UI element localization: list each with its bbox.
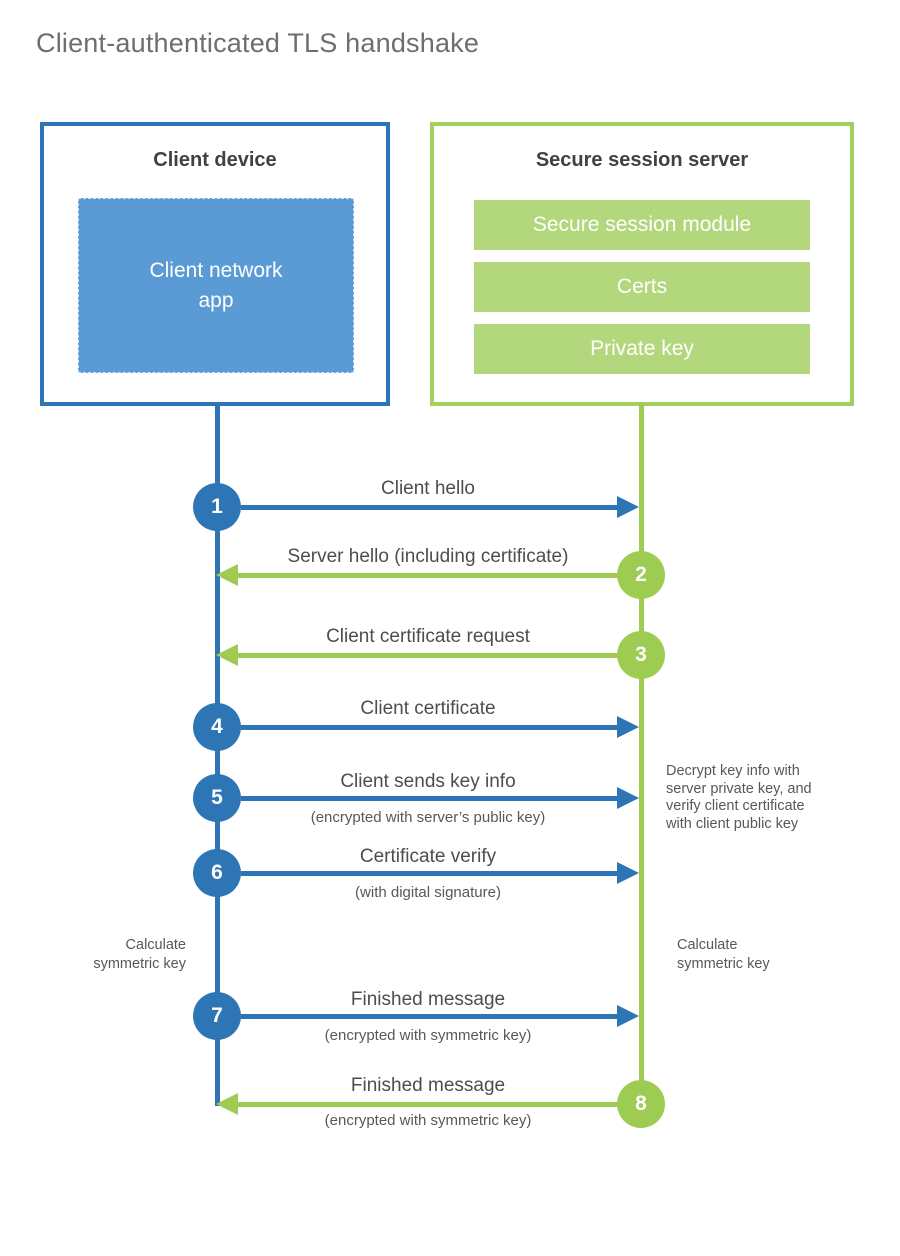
server-lifeline <box>639 404 644 1104</box>
step-6-badge: 6 <box>193 849 241 897</box>
calculate-note-line: Calculate <box>125 937 186 953</box>
step-8-arrowhead-left-icon <box>216 1093 238 1115</box>
step-8-sublabel: (encrypted with symmetric key) <box>324 1112 532 1129</box>
step-7-arrowhead-right-icon <box>617 1005 639 1027</box>
step-5-arrowhead-right-icon <box>617 787 639 809</box>
step-2-arrow-shaft <box>237 573 619 578</box>
step-5-arrow-shaft <box>241 796 619 801</box>
step-3-arrow-shaft <box>237 653 619 658</box>
step-4-arrow-shaft <box>241 725 619 730</box>
client-device-title: Client device <box>153 149 277 171</box>
step-1-label: Client hello <box>381 478 475 499</box>
client-lifeline <box>215 404 220 1106</box>
step-7-arrow-shaft <box>241 1014 619 1019</box>
step-2-arrowhead-left-icon <box>216 564 238 586</box>
step-5-label: Client sends key info <box>340 771 516 792</box>
step-5-badge: 5 <box>193 774 241 822</box>
calculate-note-line: symmetric key <box>93 956 186 972</box>
decrypt-key-note: Decrypt key info with server private key… <box>666 763 812 833</box>
step-4-badge: 4 <box>193 703 241 751</box>
decrypt-key-note-line: with client public key <box>666 815 799 832</box>
step-3-badge: 3 <box>617 631 665 679</box>
calculate-note-line: Calculate <box>677 937 738 953</box>
step-6-sublabel: (with digital signature) <box>355 884 501 901</box>
server-module-certs: Certs <box>474 262 810 312</box>
step-1-arrowhead-right-icon <box>617 496 639 518</box>
page-title: Client-authenticated TLS handshake <box>36 28 480 58</box>
decrypt-key-note-line: verify client certificate <box>666 798 805 814</box>
step-8-label: Finished message <box>350 1075 506 1096</box>
server-module-private-key: Private key <box>474 324 810 374</box>
step-1-badge: 1 <box>193 483 241 531</box>
step-5-sublabel: (encrypted with server’s public key) <box>310 809 546 826</box>
step-7-label: Finished message <box>350 989 506 1010</box>
step-3-arrowhead-left-icon <box>216 644 238 666</box>
step-1-arrow-shaft <box>241 505 619 510</box>
decrypt-key-note-line: server private key, and <box>666 780 812 797</box>
step-2-label: Server hello (including certificate) <box>287 546 569 567</box>
step-6-arrow-shaft <box>241 871 619 876</box>
step-7-sublabel: (encrypted with symmetric key) <box>324 1027 532 1044</box>
step-7-badge: 7 <box>193 992 241 1040</box>
client-network-app-box: Client network app <box>78 198 354 373</box>
step-6-label: Certificate verify <box>359 846 497 867</box>
server-module-secure-session: Secure session module <box>474 200 810 250</box>
calculate-symmetric-key-note-server: Calculate symmetric key <box>677 936 817 974</box>
step-6-arrowhead-right-icon <box>617 862 639 884</box>
client-app-label-line2: app <box>198 288 234 312</box>
step-2-badge: 2 <box>617 551 665 599</box>
client-app-label-line1: Client network <box>149 258 283 282</box>
step-8-badge: 8 <box>617 1080 665 1128</box>
decrypt-key-note-line: Decrypt key info with <box>666 763 800 779</box>
step-4-label: Client certificate <box>360 698 496 719</box>
secure-session-server-title: Secure session server <box>535 149 749 171</box>
step-8-arrow-shaft <box>237 1102 619 1107</box>
step-3-label: Client certificate request <box>326 626 530 647</box>
step-4-arrowhead-right-icon <box>617 716 639 738</box>
calculate-symmetric-key-note-client: Calculate symmetric key <box>56 936 186 974</box>
calculate-note-line: symmetric key <box>677 956 770 972</box>
